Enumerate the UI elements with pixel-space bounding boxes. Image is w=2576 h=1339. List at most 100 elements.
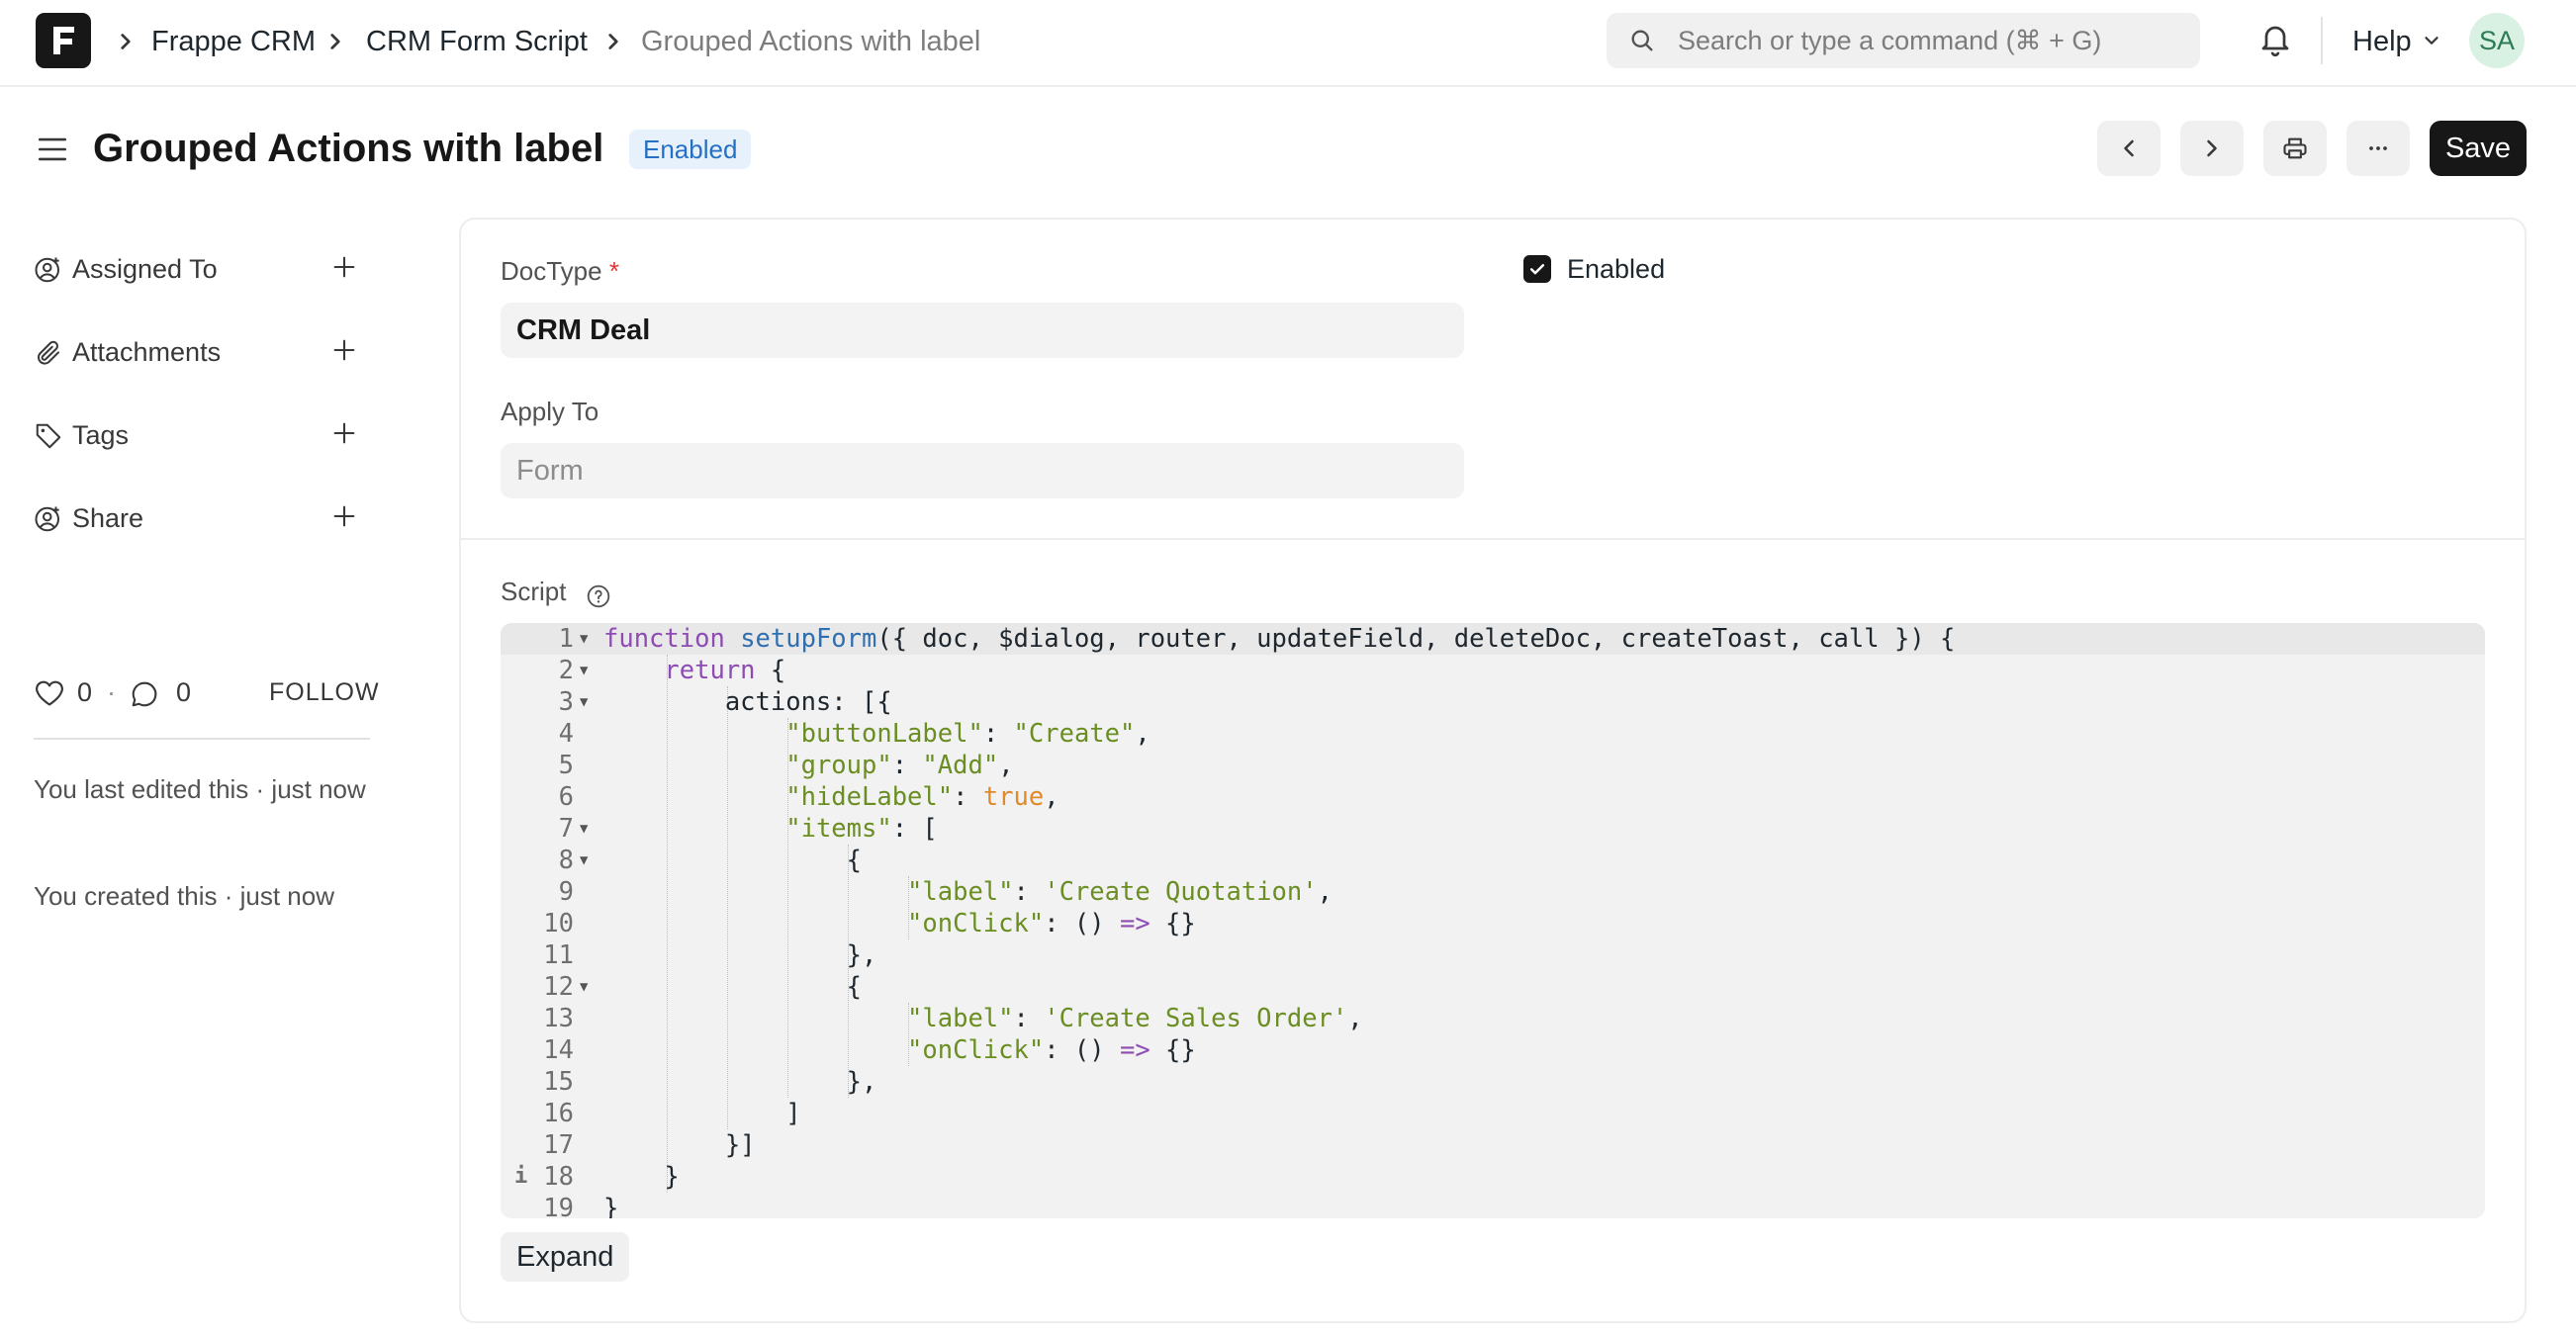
enabled-checkbox[interactable]: [1523, 255, 1551, 283]
plus-icon[interactable]: [330, 502, 358, 530]
code-line: 14 "onClick": () => {}: [543, 1035, 1196, 1065]
paperclip-icon: [38, 340, 59, 365]
required-mark: *: [608, 256, 619, 286]
comment-icon[interactable]: [129, 679, 160, 709]
fold-caret-icon: ▼: [580, 663, 589, 678]
help-menu[interactable]: Help: [2352, 26, 2412, 57]
avatar[interactable]: SA: [2469, 13, 2525, 68]
fold-caret-icon: ▼: [580, 979, 589, 995]
check-icon: [1529, 264, 1545, 275]
indent-guide: [727, 686, 728, 1129]
chevron-down-icon[interactable]: [2421, 30, 2442, 51]
code-text: {: [603, 972, 862, 1002]
code-line: 15 },: [543, 1067, 877, 1097]
fold-caret-icon: ▼: [580, 694, 589, 710]
code-line: 3▼ actions: [{: [558, 687, 892, 717]
form-card: DocType * CRM Deal Apply To Form Enabled…: [459, 218, 2527, 1323]
code-line: 12▼ {: [543, 972, 862, 1002]
code-text: {: [603, 846, 862, 875]
code-text: return {: [664, 656, 786, 685]
notification-bell-icon[interactable]: [2257, 20, 2293, 59]
code-line: 19}: [501, 1193, 2485, 1218]
doctype-field[interactable]: CRM Deal: [501, 303, 1464, 358]
share-icon: [35, 506, 59, 532]
code-line: 6 "hideLabel": true,: [558, 782, 1059, 812]
code-text: "onClick": () => {}: [907, 909, 1196, 938]
sidebar-item-assigned-to[interactable]: Assigned To: [34, 247, 370, 291]
sidebar-item-label: Tags: [72, 420, 130, 450]
search-icon: [1631, 30, 1653, 51]
code-line: 4 "buttonLabel": "Create",: [558, 719, 1150, 749]
search-placeholder: Search or type a command (⌘ + G): [1678, 26, 2102, 55]
next-button[interactable]: [2180, 121, 2244, 176]
sidebar-item-label: Attachments: [72, 337, 222, 367]
code-line: 13 "label": 'Create Sales Order',: [543, 1004, 1363, 1033]
chevron-right-icon: [121, 34, 131, 49]
help-circle-icon[interactable]: [586, 583, 611, 609]
code-text: }: [603, 1162, 680, 1192]
sidebar-item-share[interactable]: Share: [34, 496, 370, 540]
code-text: },: [603, 1067, 877, 1097]
indent-guide: [787, 718, 788, 1098]
code-text: function setupForm({ doc, $dialog, route…: [603, 624, 1956, 654]
sidebar-item-label: Share: [72, 503, 144, 533]
activity-created: You created this · just now: [34, 881, 334, 911]
code-text: }: [603, 1194, 619, 1218]
app-logo[interactable]: [36, 13, 91, 68]
fold-caret-icon: ▼: [580, 631, 589, 647]
apply-to-field[interactable]: Form: [501, 443, 1464, 498]
indent-guide: [848, 845, 849, 1098]
social-stats: 0 · 0: [34, 672, 370, 712]
navbar-divider: [2321, 17, 2323, 64]
follow-button[interactable]: FOLLOW: [269, 678, 380, 706]
frappe-logo-icon: [53, 27, 74, 54]
code-text: "label": 'Create Quotation',: [907, 877, 1333, 907]
indent-guide: [667, 655, 668, 1193]
code-line: 2▼ return {: [558, 656, 786, 685]
chevron-right-icon: [2207, 139, 2217, 157]
page-title: Grouped Actions with label: [93, 127, 604, 170]
plus-icon[interactable]: [330, 419, 358, 447]
code-line: 5 "group": "Add",: [558, 751, 1014, 780]
breadcrumb-frappe-crm[interactable]: Frappe CRM: [151, 26, 316, 57]
expand-button[interactable]: Expand: [501, 1232, 630, 1282]
sidebar-toggle-icon[interactable]: [36, 133, 69, 166]
enabled-label: Enabled: [1567, 254, 1666, 284]
heart-icon[interactable]: [34, 679, 65, 707]
code-text: "hideLabel": true,: [785, 782, 1059, 812]
print-button[interactable]: [2263, 121, 2327, 176]
sidebar-item-label: Assigned To: [72, 254, 218, 284]
apply-to-label: Apply To: [501, 397, 599, 426]
ellipsis-icon: [2369, 146, 2387, 150]
search-input[interactable]: Search or type a command (⌘ + G): [1607, 13, 2200, 68]
plus-icon[interactable]: [330, 336, 358, 364]
breadcrumb-crm-form-script[interactable]: CRM Form Script: [366, 26, 588, 57]
comments-count: 0: [176, 677, 192, 707]
code-line: 11 },: [543, 940, 877, 970]
code-line: 1▼function setupForm({ doc, $dialog, rou…: [501, 623, 2485, 655]
printer-icon: [2283, 137, 2307, 159]
plus-icon[interactable]: [330, 253, 358, 281]
code-text: "buttonLabel": "Create",: [785, 719, 1150, 749]
likes-count: 0: [77, 677, 93, 707]
code-text: actions: [{: [603, 687, 892, 717]
sidebar-item-tags[interactable]: Tags: [34, 413, 370, 457]
indent-guide: [908, 1003, 909, 1066]
breadcrumb-current: Grouped Actions with label: [641, 26, 981, 57]
code-text: "items": [: [785, 814, 938, 844]
code-editor[interactable]: 1▼function setupForm({ doc, $dialog, rou…: [501, 623, 2485, 1218]
sidebar-item-attachments[interactable]: Attachments: [34, 330, 370, 374]
info-gutter-icon: i: [514, 1164, 528, 1189]
code-line: 8▼ {: [558, 846, 862, 875]
code-line: 17 }]: [543, 1130, 756, 1160]
script-label: Script: [501, 577, 567, 606]
more-actions-button[interactable]: [2346, 121, 2410, 176]
code-text: "label": 'Create Sales Order',: [907, 1004, 1363, 1033]
save-button[interactable]: Save: [2430, 121, 2527, 176]
assign-icon: [35, 257, 59, 283]
indent-guide: [908, 876, 909, 939]
chevron-right-icon: [330, 34, 340, 49]
activity-last-edited: You last edited this · just now: [34, 774, 366, 804]
previous-button[interactable]: [2097, 121, 2161, 176]
